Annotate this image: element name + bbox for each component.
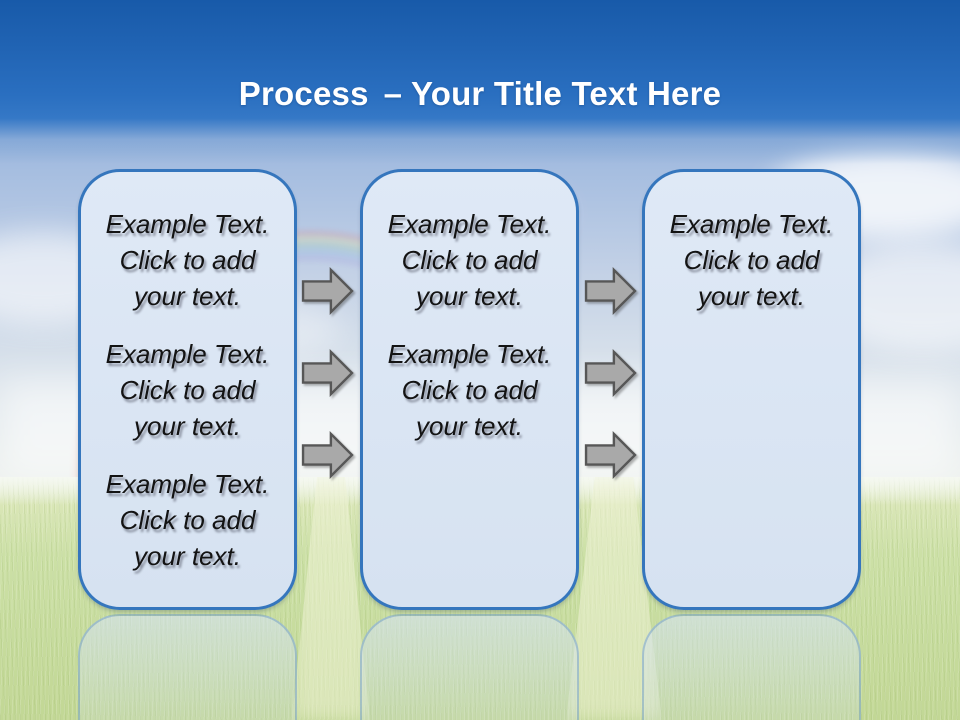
title-keyword: Process [238,75,369,113]
arrow-right-icon [584,349,638,397]
arrow-right-icon [301,267,355,315]
process-box-1[interactable]: Example Text. Click to add your text. Ex… [78,169,297,610]
placeholder-text[interactable]: Example Text. Click to add your text. [105,469,270,571]
title-subtitle: – Your Title Text Here [383,75,722,113]
placeholder-text[interactable]: Example Text. Click to add your text. [105,209,270,311]
placeholder-text[interactable]: Example Text. Click to add your text. [387,339,552,441]
arrow-right-icon [301,431,355,479]
title-banner [0,0,960,164]
box-reflection [642,614,861,720]
process-box-3[interactable]: Example Text. Click to add your text. [642,169,861,610]
process-box-2[interactable]: Example Text. Click to add your text. Ex… [360,169,579,610]
placeholder-text[interactable]: Example Text. Click to add your text. [669,209,834,311]
arrow-right-icon [584,267,638,315]
slide-title: Process – Your Title Text Here [0,74,960,114]
arrow-right-icon [584,431,638,479]
placeholder-text[interactable]: Example Text. Click to add your text. [387,209,552,311]
box-reflection [78,614,297,720]
arrow-right-icon [301,349,355,397]
box-reflection [360,614,579,720]
placeholder-text[interactable]: Example Text. Click to add your text. [105,339,270,441]
